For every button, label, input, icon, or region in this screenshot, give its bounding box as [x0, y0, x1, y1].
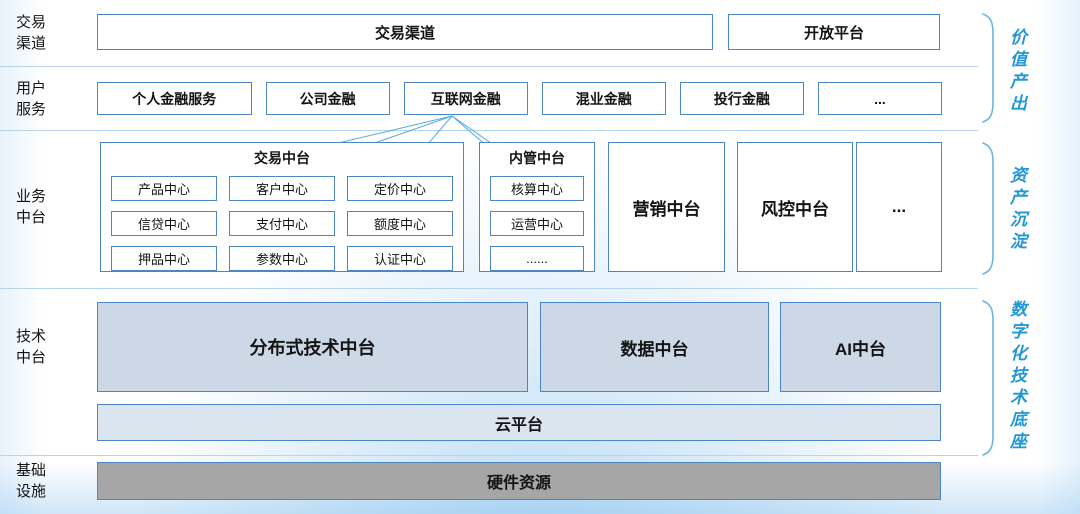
service-box-ellipsis: ... [817, 82, 942, 115]
row-label-business-mid: 业务中台 [15, 188, 46, 226]
internal-center-stack: 核算中心 运营中心 ...... [480, 168, 594, 271]
service-box-investment-banking: 投行金融 [679, 82, 804, 115]
trade-middle-platform-group: 交易中台 产品中心 客户中心 定价中心 信贷中心 支付中心 额度中心 押品中心 … [100, 142, 464, 272]
risk-control-platform-box: 风控中台 [737, 142, 853, 272]
center-box-product: 产品中心 [111, 176, 217, 201]
data-platform-box: 数据中台 [540, 302, 769, 392]
business-more-box: ... [856, 142, 942, 272]
internal-group-title: 内管中台 [509, 150, 565, 166]
center-box-authentication: 认证中心 [347, 246, 453, 271]
trade-center-grid: 产品中心 客户中心 定价中心 信贷中心 支付中心 额度中心 押品中心 参数中心 … [101, 168, 463, 271]
center-box-pricing: 定价中心 [347, 176, 453, 201]
center-box-parameter: 参数中心 [229, 246, 335, 271]
row-divider [0, 455, 978, 456]
cloud-platform-box: 云平台 [97, 404, 941, 441]
center-box-accounting: 核算中心 [490, 176, 584, 201]
center-box-operations: 运营中心 [490, 211, 584, 236]
annotation-digital-foundation: 数字化技术底座 [1007, 300, 1026, 454]
user-services-row: 个人金融服务 公司金融 互联网金融 混业金融 投行金融 ... [97, 82, 942, 115]
center-box-credit: 信贷中心 [111, 211, 217, 236]
row-label-infrastructure: 基础设施 [15, 462, 46, 500]
ai-platform-box: AI中台 [780, 302, 941, 392]
annotation-value-output: 价值产出 [1007, 28, 1026, 116]
internal-mgmt-platform-group: 内管中台 核算中心 运营中心 ...... [479, 142, 595, 272]
value-output-bracket-icon [982, 13, 994, 123]
row-label-tech-mid: 技术中台 [15, 328, 46, 366]
service-box-personal-finance: 个人金融服务 [97, 82, 252, 115]
center-box-payment: 支付中心 [229, 211, 335, 236]
distributed-tech-platform-box: 分布式技术中台 [97, 302, 528, 392]
trade-group-title: 交易中台 [254, 150, 310, 166]
row-divider [0, 130, 978, 131]
center-box-collateral: 押品中心 [111, 246, 217, 271]
center-box-quota: 额度中心 [347, 211, 453, 236]
row-divider [0, 66, 978, 67]
row-label-user-service: 用户服务 [15, 80, 46, 118]
digital-foundation-bracket-icon [982, 300, 994, 456]
service-box-mixed-finance: 混业金融 [541, 82, 666, 115]
center-box-ellipsis: ...... [490, 246, 584, 271]
center-box-customer: 客户中心 [229, 176, 335, 201]
hardware-resources-box: 硬件资源 [97, 462, 941, 500]
asset-accumulation-bracket-icon [982, 142, 994, 275]
marketing-platform-box: 营销中台 [608, 142, 725, 272]
service-box-internet-finance: 互联网金融 [403, 82, 528, 115]
open-platform-box: 开放平台 [728, 14, 940, 50]
trade-channel-box: 交易渠道 [97, 14, 713, 50]
row-label-trade-channel: 交易渠道 [15, 14, 46, 52]
row-divider [0, 288, 978, 289]
service-box-corporate-finance: 公司金融 [265, 82, 390, 115]
annotation-asset-accumulation: 资产沉淀 [1007, 166, 1026, 254]
